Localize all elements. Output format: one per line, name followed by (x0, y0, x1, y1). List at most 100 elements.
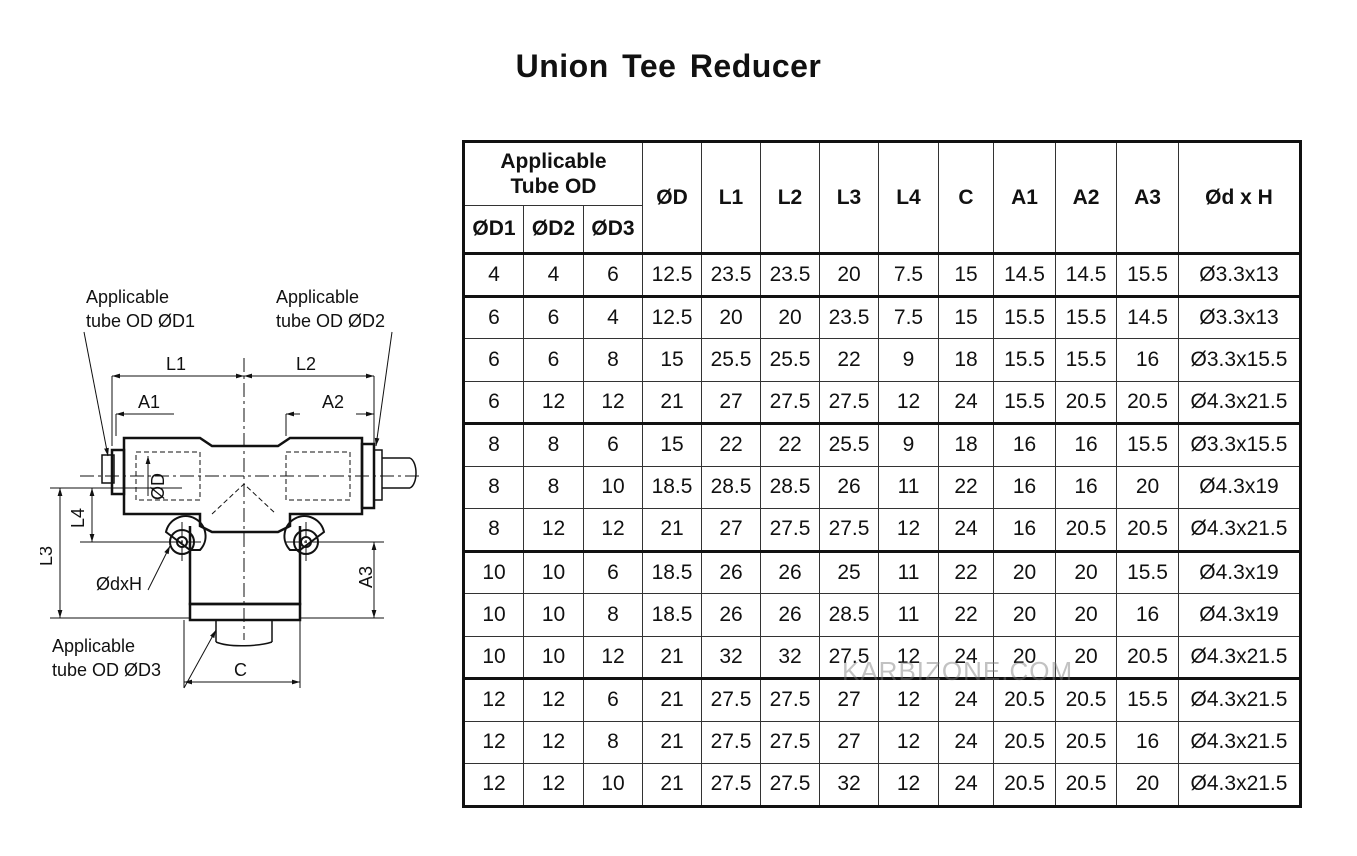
table-cell: 32 (701, 635, 761, 679)
table-cell: 20.5 (1116, 380, 1179, 424)
table-cell: 10 (583, 763, 643, 807)
table-cell: 6 (583, 677, 643, 722)
label-d1-line1: Applicable (86, 287, 169, 307)
table-cell: 20 (701, 294, 761, 339)
table-cell: 23.5 (760, 253, 820, 297)
table-cell: 21 (642, 508, 702, 552)
dim-od: ØD (148, 473, 168, 500)
dim-dxh: ØdxH (96, 574, 142, 594)
table-cell: 20 (1055, 549, 1117, 594)
table-cell: 20.5 (993, 763, 1056, 807)
column-header: L3 (819, 141, 879, 254)
table-cell: 18.5 (642, 549, 702, 594)
column-header: C (938, 141, 994, 254)
hidden-lines (135, 451, 351, 515)
fitting-body (101, 436, 417, 647)
table-cell: 12 (583, 635, 643, 679)
table-cell: 27 (819, 720, 879, 764)
table-cell: 25.5 (701, 338, 761, 382)
table-cell: 21 (642, 720, 702, 764)
table-cell: 14.5 (993, 253, 1056, 297)
table-cell: 20 (993, 635, 1056, 679)
table-cell: 20 (1055, 635, 1117, 679)
table-cell: Ø4.3x19 (1178, 593, 1301, 637)
table-cell: 16 (1116, 720, 1179, 764)
table-cell: 14.5 (1116, 294, 1179, 339)
table-cell: 27.5 (819, 508, 879, 552)
table-cell: 27.5 (760, 508, 820, 552)
table-cell: 10 (583, 465, 643, 509)
table-cell: 12 (878, 508, 939, 552)
sub-column-header: ØD2 (523, 205, 584, 254)
table-cell: 28.5 (760, 465, 820, 509)
table-cell: 15.5 (993, 338, 1056, 382)
table-cell: 9 (878, 422, 939, 467)
table-cell: 8 (523, 422, 584, 467)
table-cell: 27 (701, 380, 761, 424)
table-cell: 20 (993, 593, 1056, 637)
table-cell: 12 (463, 720, 524, 764)
table-cell: 11 (878, 465, 939, 509)
table-cell: 12 (878, 720, 939, 764)
table-cell: 22 (938, 549, 994, 594)
table-cell: 26 (760, 549, 820, 594)
table-cell: 9 (878, 338, 939, 382)
table-cell: 6 (583, 253, 643, 297)
table-cell: 15 (642, 338, 702, 382)
table-cell: 28.5 (819, 593, 879, 637)
table-cell: Ø4.3x19 (1178, 465, 1301, 509)
table-cell: 12 (463, 677, 524, 722)
table-cell: 12.5 (642, 253, 702, 297)
table-cell: 12 (463, 763, 524, 807)
table-cell: 23.5 (819, 294, 879, 339)
table-cell: 20.5 (1055, 677, 1117, 722)
dimension-lines (50, 373, 384, 688)
table-cell: 24 (938, 720, 994, 764)
table-cell: 27.5 (819, 380, 879, 424)
table-cell: 24 (938, 380, 994, 424)
center-lines (80, 358, 420, 640)
table-cell: 32 (819, 763, 879, 807)
table-cell: Ø4.3x21.5 (1178, 763, 1301, 807)
dim-l1: L1 (166, 354, 186, 374)
table-cell: 12 (523, 508, 584, 552)
column-header: A2 (1055, 141, 1117, 254)
table-cell: 12 (583, 380, 643, 424)
table-cell: 6 (463, 294, 524, 339)
table-cell: 4 (463, 253, 524, 297)
table-cell: 26 (819, 465, 879, 509)
label-d3-line2: tube OD ØD3 (52, 660, 161, 680)
table-cell: 15.5 (993, 380, 1056, 424)
table-cell: 10 (523, 635, 584, 679)
table-cell: 20.5 (1116, 508, 1179, 552)
table-cell: 20 (819, 253, 879, 297)
table-cell: Ø3.3x15.5 (1178, 338, 1301, 382)
column-header: Ød x H (1178, 141, 1301, 254)
table-cell: 18 (938, 338, 994, 382)
table-cell: 25.5 (819, 422, 879, 467)
table-cell: 8 (583, 338, 643, 382)
table-cell: 27.5 (760, 720, 820, 764)
table-cell: 23.5 (701, 253, 761, 297)
table-cell: 22 (760, 422, 820, 467)
table-cell: 22 (938, 465, 994, 509)
table-cell: Ø3.3x13 (1178, 294, 1301, 339)
table-cell: 15.5 (1116, 253, 1179, 297)
table-cell: 12 (523, 677, 584, 722)
technical-drawing: Applicable tube OD ØD1 Applicable tube O… (40, 287, 420, 689)
table-cell: Ø4.3x21.5 (1178, 380, 1301, 424)
sub-column-header: ØD3 (583, 205, 643, 254)
table-cell: 15.5 (1116, 422, 1179, 467)
table-cell: 15.5 (1116, 549, 1179, 594)
dim-l3: L3 (40, 546, 56, 566)
table-cell: 18 (938, 422, 994, 467)
table-cell: 18.5 (642, 593, 702, 637)
